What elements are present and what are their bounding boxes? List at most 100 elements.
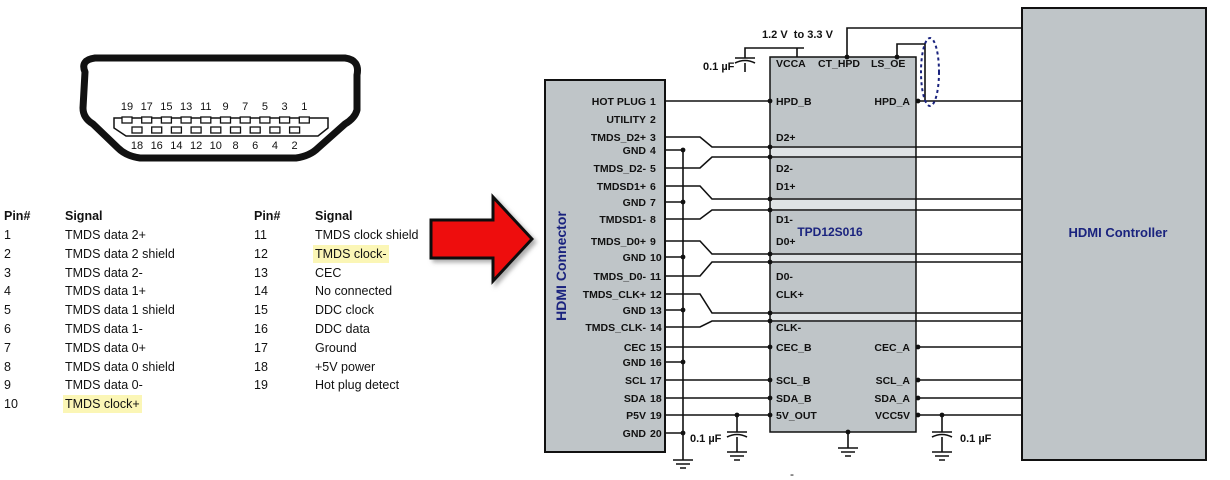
port-pin-number: 6 (252, 140, 258, 152)
junction-dot (734, 412, 740, 418)
wire (726, 431, 748, 461)
connector-pin-label: SDA (624, 393, 647, 405)
port-pin-number: 3 (282, 101, 288, 113)
pin-number: 18 (254, 359, 268, 374)
port-pin-pad (200, 116, 212, 124)
pin-number: 2 (4, 246, 11, 261)
pin-number: 1 (4, 228, 11, 242)
connector-pin-label: P5V (626, 410, 646, 422)
pin-signal: Ground (315, 340, 357, 355)
chip-left-pin-label: D2- (776, 163, 793, 175)
chip-top-pin-label: CT_HPD (818, 58, 860, 70)
wire (734, 57, 756, 72)
junction-dot (767, 259, 773, 265)
connector-pin-number: 16 (650, 357, 662, 369)
connector-pin-number: 4 (650, 145, 656, 157)
connector-pin-label: TMDS_D2+ (591, 132, 646, 144)
port-pin-pad (180, 116, 192, 124)
connector-pin-number: 5 (650, 163, 656, 175)
port-pin-pad (121, 116, 133, 124)
junction-dot (915, 412, 921, 418)
connector-pin-number: 8 (650, 214, 656, 226)
highlight-ellipse (920, 37, 940, 107)
chip-top-pin-label: LS_OE (871, 58, 905, 70)
right-arrow (429, 193, 535, 285)
pin-number: 11 (254, 228, 267, 242)
pin-number: 13 (254, 265, 268, 280)
chip-passthrough-band (771, 253, 915, 263)
junction-dot (915, 395, 921, 401)
wire (896, 43, 926, 101)
tpd-chip-block (769, 56, 917, 433)
pin-signal: TMDS data 2+ (65, 228, 146, 242)
pin-signal: DDC clock (315, 303, 375, 318)
connector-pin-label: TMDS_D0- (593, 271, 646, 283)
pin-signal: TMDS data 2 shield (65, 246, 175, 261)
pin-signal: TMDS data 2- (65, 265, 143, 280)
tpd-chip-name: TPD12S016 (797, 225, 863, 239)
connector-pin-number: 17 (650, 375, 662, 387)
pin-signal: +5V power (315, 359, 376, 374)
chip-left-pin-label: D1+ (776, 181, 796, 193)
pin-number: 14 (254, 284, 268, 299)
junction-dot (767, 310, 773, 316)
wire (838, 432, 858, 457)
chip-right-pin-label: CEC_A (874, 342, 910, 354)
connector-pin-label: GND (623, 357, 647, 369)
port-pin-number: 19 (121, 101, 133, 113)
pin-table-header-left: Pin# Signal (4, 207, 224, 225)
connector-pin-label: UTILITY (606, 114, 646, 126)
signal-column-header: Signal (315, 209, 353, 223)
wire (931, 431, 953, 461)
port-pin-number: 11 (200, 101, 211, 113)
pin-table-row: 1 TMDS data 2+ (4, 226, 204, 244)
port-pin-number: 5 (262, 101, 268, 113)
port-pin-number: 10 (210, 140, 222, 152)
chip-passthrough-band (771, 312, 915, 322)
junction-dot (915, 377, 921, 383)
cap-label-bottom-left: 0.1 µF (690, 433, 722, 445)
chip-right-pin-label: VCC5V (875, 410, 910, 422)
hdmi-connector-block (544, 79, 666, 453)
junction-dot (680, 254, 686, 260)
pin-table-row: 17 Ground (254, 339, 454, 357)
connector-pin-number: 3 (650, 132, 656, 144)
port-pin-pad (249, 126, 261, 134)
port-pin-pad (239, 116, 251, 124)
port-pin-number: 8 (232, 140, 238, 152)
pin-number: 6 (4, 322, 11, 336)
port-pin-number: 7 (242, 101, 248, 113)
wire (846, 27, 1022, 57)
connector-pin-label: TMDS_D0+ (591, 236, 646, 248)
port-pin-pad (210, 126, 222, 134)
port-pin-number: 13 (180, 101, 192, 113)
pin-number: 17 (254, 340, 268, 355)
connector-pin-label: SCL (625, 375, 647, 387)
connector-pin-label: TMDS_CLK- (585, 322, 646, 334)
connector-pin-label: TMDS_D2- (593, 163, 646, 175)
pin-signal: TMDS data 1 shield (65, 303, 175, 318)
connector-pin-number: 7 (650, 197, 656, 209)
junction-dot (767, 207, 773, 213)
chip-passthrough-band (771, 146, 915, 158)
pin-signal: TMDS data 0 shield (65, 359, 175, 374)
pin-signal: TMDS data 1+ (65, 284, 146, 299)
pin-number: 4 (4, 284, 11, 299)
junction-dot (767, 98, 773, 104)
connector-pin-number: 13 (650, 305, 662, 317)
junction-dot (680, 307, 686, 313)
connector-pin-label: CEC (624, 342, 647, 354)
junction-dot (767, 318, 773, 324)
pin-number: 10 (4, 397, 18, 412)
port-pin-number: 18 (131, 140, 143, 152)
connector-pin-number: 15 (650, 342, 662, 354)
pin-signal: TMDS clock+ (63, 395, 142, 414)
signal-column-header: Signal (65, 209, 103, 223)
